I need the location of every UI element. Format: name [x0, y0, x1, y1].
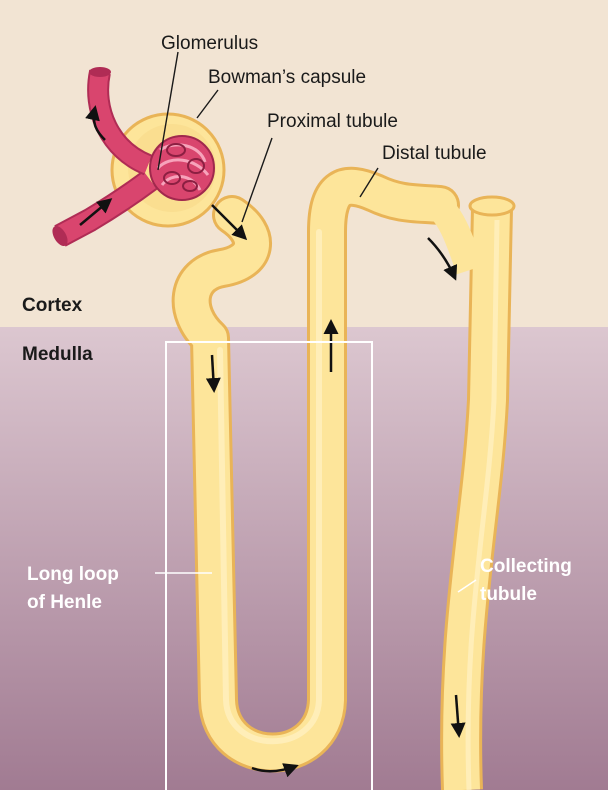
- label-loop-henle-line1: Long loop: [27, 564, 119, 585]
- label-proximal-tubule: Proximal tubule: [267, 111, 398, 132]
- label-cortex: Cortex: [22, 295, 83, 316]
- label-loop-henle-line2: of Henle: [27, 592, 102, 613]
- label-distal-tubule: Distal tubule: [382, 143, 487, 164]
- glomerulus: [150, 136, 214, 200]
- label-glomerulus: Glomerulus: [161, 33, 258, 54]
- label-bowmans-capsule: Bowman’s capsule: [208, 67, 366, 88]
- cortex-region: [0, 0, 608, 327]
- label-medulla: Medulla: [22, 344, 93, 365]
- label-collecting-line2: tubule: [480, 584, 537, 605]
- label-collecting-line1: Collecting: [480, 556, 572, 577]
